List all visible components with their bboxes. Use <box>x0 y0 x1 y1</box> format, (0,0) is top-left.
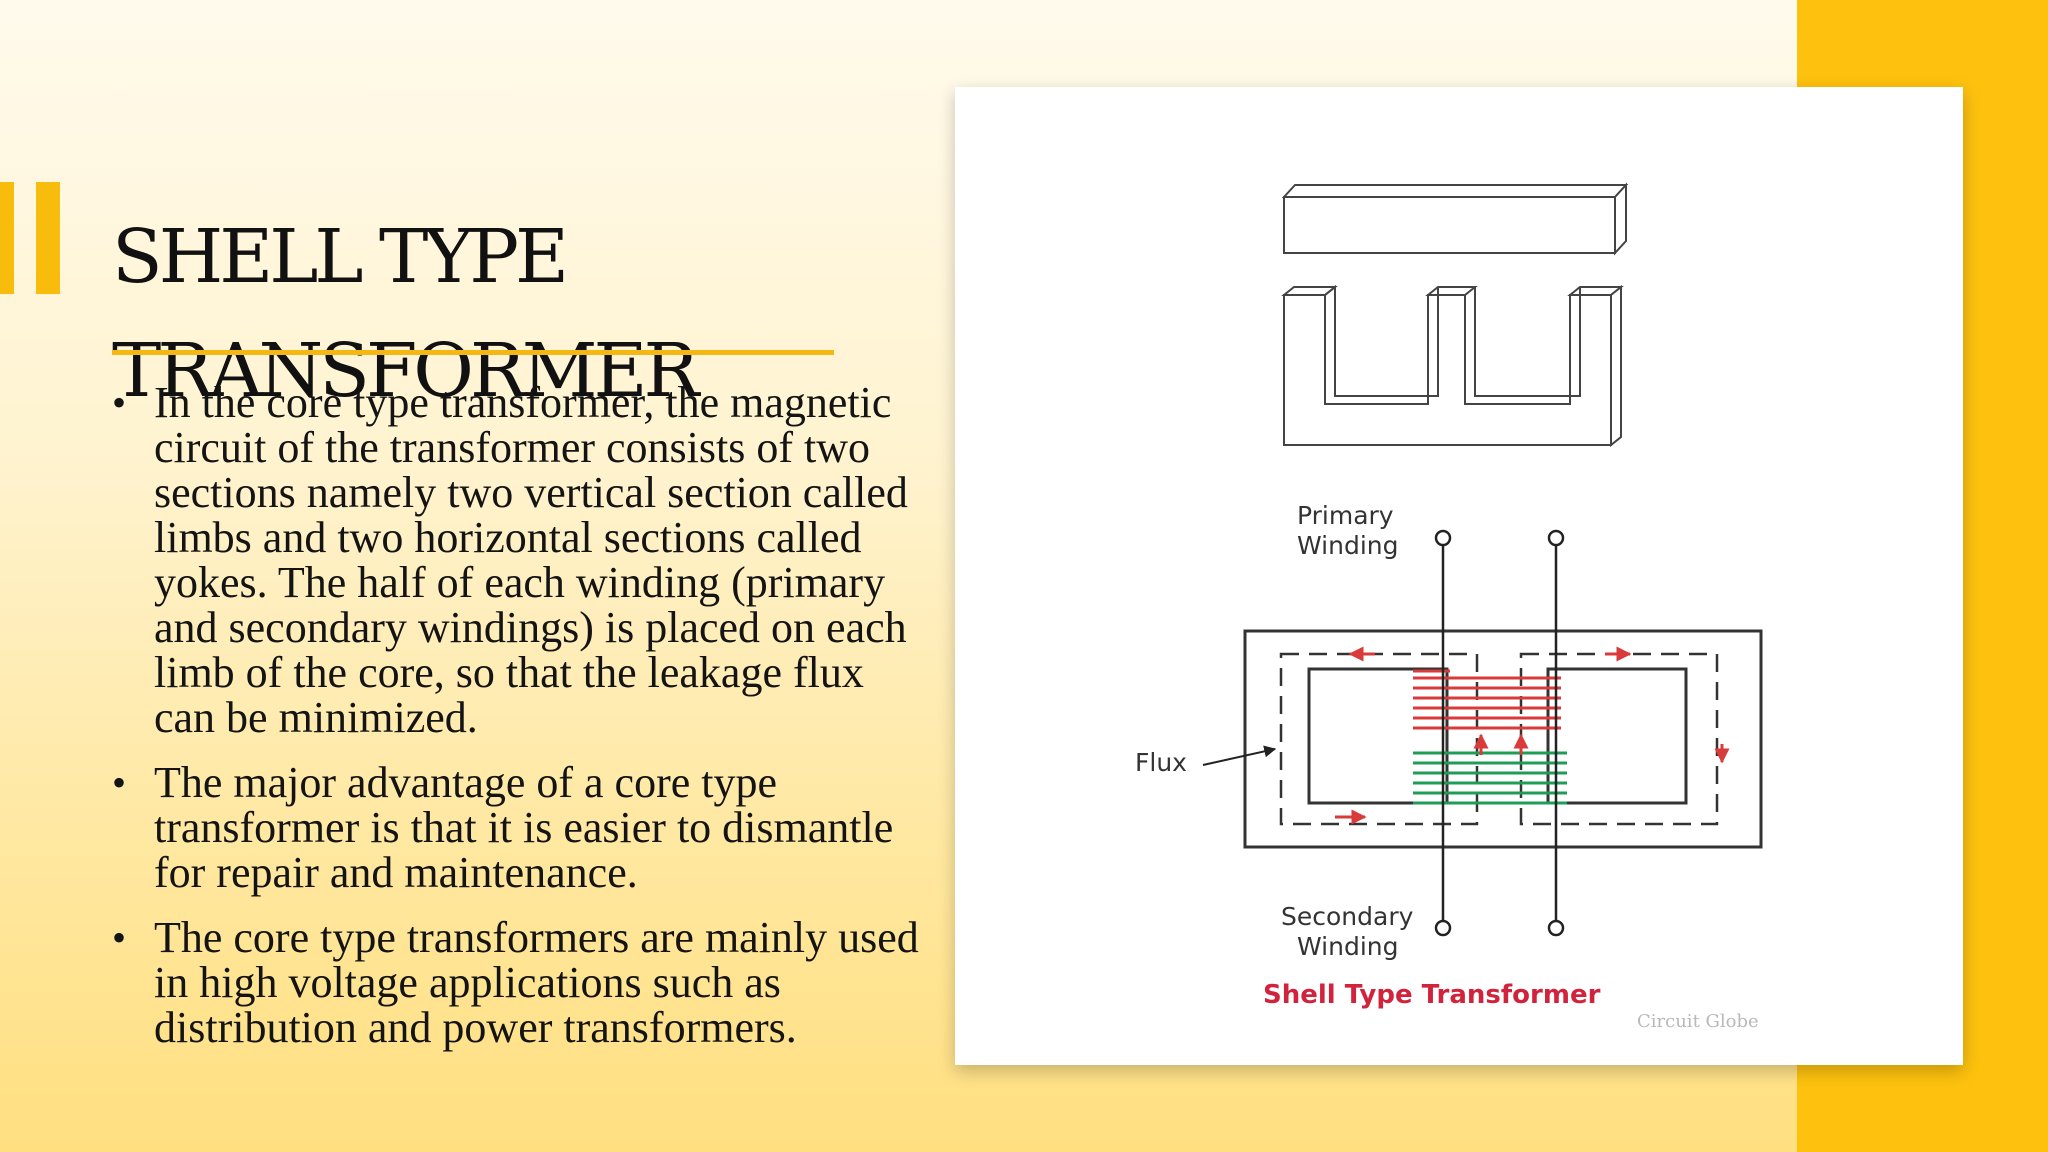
secondary-winding-label: Secondary Winding <box>1281 902 1421 961</box>
flux-pointer <box>1202 745 1277 766</box>
flux-label: Flux <box>1135 748 1187 777</box>
slide-title-line-1: SHELL TYPE <box>112 213 569 300</box>
primary-winding <box>1413 669 1561 730</box>
bullet-item: In the core type transformer, the magnet… <box>112 380 932 740</box>
flux-arrows <box>1335 646 1730 825</box>
e-core-lamination <box>1281 284 1624 448</box>
i-yoke-lamination <box>1281 182 1629 256</box>
secondary-winding <box>1413 751 1567 805</box>
bullet-item: The core type transformers are mainly us… <box>112 915 932 1050</box>
bullet-item: The major advantage of a core type trans… <box>112 760 932 895</box>
shell-transformer-diagram: Primary Winding Flux Secondary Winding S… <box>1135 182 1763 1032</box>
figure-caption: Shell Type Transformer <box>1263 980 1601 1010</box>
watermark: Circuit Globe <box>1637 1011 1759 1032</box>
accent-bar-left <box>0 182 14 294</box>
shell-core-outer <box>1243 629 1763 849</box>
figure-card: Primary Winding Flux Secondary Winding S… <box>955 87 1963 1065</box>
core-window-left <box>1307 667 1449 805</box>
primary-winding-label: Primary Winding <box>1297 501 1402 560</box>
core-window-right <box>1546 667 1688 805</box>
bullet-list: In the core type transformer, the magnet… <box>112 380 932 1070</box>
title-underline <box>112 350 834 355</box>
accent-bar-right <box>36 182 60 294</box>
terminal-leads <box>1434 529 1565 937</box>
